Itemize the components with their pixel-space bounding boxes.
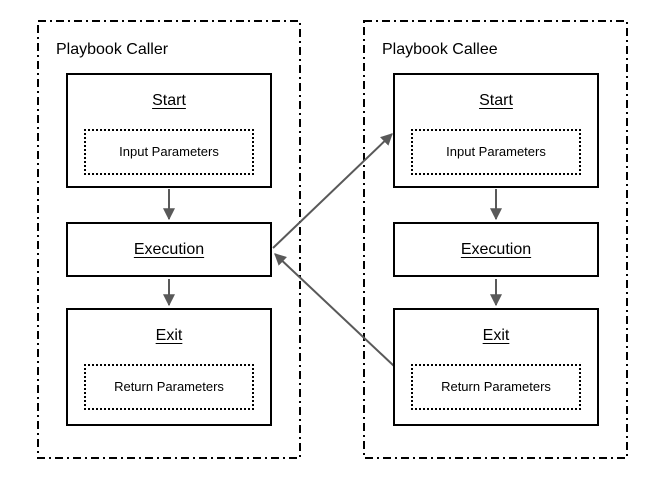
callee-execution-node: Execution <box>393 222 599 277</box>
callee-exit-node: Exit Return Parameters <box>393 308 599 426</box>
callee-start-node: Start Input Parameters <box>393 73 599 188</box>
playbook-callee-container <box>363 20 628 459</box>
callee-execution-title: Execution <box>460 240 532 258</box>
caller-return-parameters-label: Return Parameters <box>114 379 224 394</box>
caller-return-parameters-box: Return Parameters <box>84 364 254 410</box>
caller-exit-node: Exit Return Parameters <box>66 308 272 426</box>
caller-start-node: Start Input Parameters <box>66 73 272 188</box>
caller-execution-title: Execution <box>133 240 205 258</box>
callee-input-parameters-box: Input Parameters <box>411 129 581 175</box>
caller-execution-node: Execution <box>66 222 272 277</box>
caller-input-parameters-box: Input Parameters <box>84 129 254 175</box>
callee-exit-title: Exit <box>482 327 510 344</box>
playbook-caller-title: Playbook Caller <box>56 41 169 58</box>
callee-start-title: Start <box>479 92 513 109</box>
edge-caller-execution-to-callee-start <box>272 133 393 249</box>
callee-return-parameters-label: Return Parameters <box>441 379 551 394</box>
playbook-callee-title: Playbook Callee <box>382 41 498 58</box>
callee-return-parameters-box: Return Parameters <box>411 364 581 410</box>
caller-input-parameters-label: Input Parameters <box>119 144 219 159</box>
callee-input-parameters-label: Input Parameters <box>446 144 546 159</box>
edge-callee-exit-to-caller-execution <box>274 253 395 367</box>
caller-start-title: Start <box>152 92 186 109</box>
caller-exit-title: Exit <box>155 327 183 344</box>
playbook-caller-container <box>37 20 301 459</box>
